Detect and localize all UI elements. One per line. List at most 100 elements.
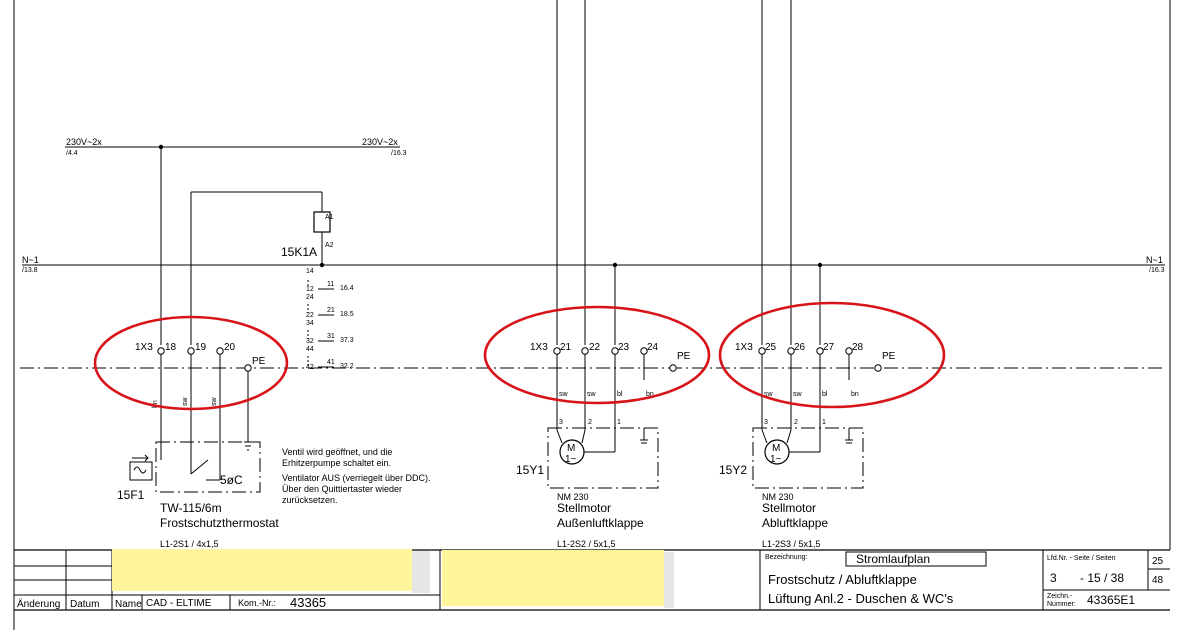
terminal-label: 28 (852, 342, 864, 353)
motor-symbol-ac: 1~ (770, 454, 782, 465)
sticky-note-shadow (412, 551, 430, 593)
thermostat-cable: L1-2S1 / 4x1,5 (160, 539, 219, 549)
rev-header-change: Änderung (17, 598, 60, 610)
note-line: zurücksetzen. (282, 495, 338, 505)
bezeichnung-label: Bezeichnung: (765, 554, 807, 561)
cad-label: CAD - ELTIME (146, 598, 212, 609)
motor-pin-label: 3 (764, 419, 768, 426)
terminal-group-2: 1X3 21 22 23 24 PE sw sw bl bn (530, 342, 691, 398)
pe-label: PE (882, 351, 896, 362)
svg-text:21: 21 (327, 307, 335, 314)
zeich-value: 43365E1 (1087, 593, 1135, 607)
wire-color-label: bl (617, 391, 623, 398)
motor-model: NM 230 (557, 492, 589, 502)
terminal-label: 18 (165, 342, 177, 353)
note-line: Über den Quittiertaster wieder (282, 484, 402, 494)
motor-name: Außenluftklappe (557, 516, 644, 530)
wires-group-1 (160, 147, 323, 480)
highlight-ring (483, 305, 711, 405)
svg-text:37.3: 37.3 (340, 337, 354, 344)
wire-color-label: sw (211, 397, 218, 407)
svg-text:41: 41 (327, 359, 335, 366)
side-bottom: 48 (1152, 575, 1164, 586)
sticky-note-shadow (664, 552, 674, 608)
relay-contact-3: 34 32 31 37.3 (306, 320, 354, 345)
neutral-left-ref: /13.8 (22, 267, 38, 274)
drawing-title-2: Lüftung Anl.2 - Duschen & WC's (768, 591, 954, 606)
drawing-type: Stromlaufplan (856, 552, 930, 566)
svg-text:11: 11 (327, 281, 334, 288)
motor-tag: 15Y1 (516, 463, 544, 477)
terminal-group-3: 1X3 25 26 27 28 PE sw sw bl bn (735, 342, 896, 398)
wire-color-label: bn (152, 400, 159, 408)
phase-right-label: 230V~2x (362, 137, 398, 147)
terminal-group-1: 1X3 18 19 20 PE bn sw sw (135, 342, 266, 408)
svg-text:44: 44 (306, 346, 314, 353)
terminal-label: 26 (794, 342, 806, 353)
terminal-label: 19 (195, 342, 207, 353)
svg-text:32.2: 32.2 (340, 363, 354, 370)
phase-left-label: 230V~2x (66, 137, 102, 147)
svg-text:32: 32 (306, 338, 314, 345)
page-lfd: 3 (1050, 571, 1057, 585)
thermostat-tag: 15F1 (117, 488, 145, 502)
relay-coil (313, 211, 331, 233)
wire-color-label: sw (793, 391, 803, 398)
page-label: Lfd.Nr. - Seite / Seiten (1047, 555, 1116, 562)
relay-a2-label: A2 (325, 242, 334, 249)
zeich-label-2: Nummer: (1047, 601, 1076, 608)
wire-color-label: sw (587, 391, 597, 398)
terminal-strip-label: 1X3 (530, 342, 548, 353)
phase-rail: 230V~2x /4.4 230V~2x /16.3 (65, 137, 407, 157)
svg-text:34: 34 (306, 320, 314, 327)
rev-header-name: Name (115, 599, 142, 610)
neutral-left-label: N~1 (22, 255, 39, 265)
wires-group-3 (761, 0, 850, 430)
relay-contact-2: 24 22 21 18.5 (306, 294, 354, 319)
zeich-label-1: Zeichn.- (1047, 593, 1073, 600)
terminal-label: 21 (560, 342, 572, 353)
svg-text:22: 22 (306, 312, 314, 319)
terminal-strip-label: 1X3 (135, 342, 153, 353)
motor-pin-label: 1 (822, 419, 826, 426)
terminal-label: 27 (823, 342, 835, 353)
relay-contact-1: 14 12 11 16.4 (306, 268, 354, 293)
motor-type: Stellmotor (557, 501, 611, 515)
relay-contact-4: 44 42 41 32.2 (306, 346, 354, 371)
terminal-strip-label: 1X3 (735, 342, 753, 353)
thermostat-15F1: 5øC 15F1 TW-115/6m Frostschutzthermostat… (117, 441, 279, 549)
note-line: Ventil wird geöffnet, und die (282, 447, 392, 457)
side-top: 25 (1152, 556, 1164, 567)
wires-group-2 (556, 0, 645, 430)
motor-15Y2: 3 2 1 M 1~ 15Y2 NM 230 Stellmotor Abluft… (719, 419, 864, 549)
sticky-note-redaction (112, 549, 412, 591)
drawing-title-1: Frostschutz / Abluftklappe (768, 572, 917, 587)
sticky-note-redaction (442, 550, 664, 606)
wire-color-label: bl (822, 391, 828, 398)
neutral-right-ref: /16.3 (1149, 267, 1165, 274)
wire-color-label: sw (559, 391, 569, 398)
relay-a1-label: A1 (325, 214, 334, 221)
thermostat-model: TW-115/6m (160, 501, 222, 515)
wire-color-label: bn (851, 391, 859, 398)
wire-color-label: sw (764, 391, 774, 398)
svg-text:42: 42 (306, 364, 314, 371)
svg-text:12: 12 (306, 286, 314, 293)
relay-15K1A: A1 A2 15K1A 14 12 11 16.4 24 22 21 18.5 … (281, 211, 354, 371)
svg-text:16.4: 16.4 (340, 285, 354, 292)
svg-text:18.5: 18.5 (340, 311, 354, 318)
motor-pin-label: 1 (617, 419, 621, 426)
thermostat-name: Frostschutzthermostat (160, 516, 279, 530)
wire-color-label: sw (182, 397, 189, 407)
motor-15Y1: 3 2 1 M 1~ 15Y1 NM 230 Stellmotor Außenl… (516, 419, 659, 549)
phase-left-ref: /4.4 (66, 150, 78, 157)
motor-symbol-ac: 1~ (565, 454, 577, 465)
motor-pin-label: 3 (559, 419, 563, 426)
terminal-label: 25 (765, 342, 777, 353)
svg-text:31: 31 (327, 333, 335, 340)
motor-pin-label: 2 (588, 419, 592, 426)
pe-label: PE (677, 351, 691, 362)
terminal-label: 22 (589, 342, 601, 353)
page-value: - 15 / 38 (1080, 571, 1124, 585)
